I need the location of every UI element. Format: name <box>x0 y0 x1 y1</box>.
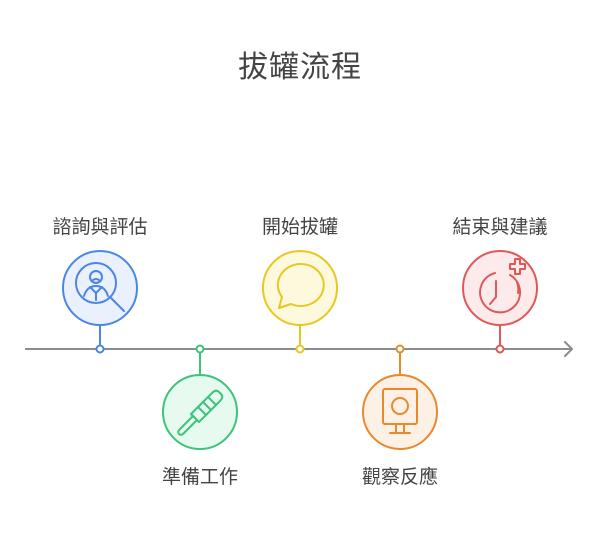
step-label-consultation: 諮詢與評估 <box>52 216 148 238</box>
step-preparation <box>162 344 238 450</box>
step-finish <box>462 250 538 354</box>
step-label-finish: 結束與建議 <box>452 216 548 238</box>
monitor-camera-icon <box>382 388 418 434</box>
person-search-icon <box>75 262 125 312</box>
step-label-preparation: 準備工作 <box>161 466 238 488</box>
step-start-cupping <box>262 250 338 354</box>
step-label-observe: 觀察反應 <box>361 466 438 488</box>
arrow-head-icon <box>564 341 573 357</box>
file-tool-icon <box>177 389 224 436</box>
step-observe <box>362 344 438 450</box>
clock-plus-icon <box>479 258 526 314</box>
diagram-title: 拔罐流程 <box>238 50 362 85</box>
step-label-start-cupping: 開始拔罐 <box>261 216 338 238</box>
step-consultation <box>62 250 138 354</box>
speech-bubble-icon <box>276 262 325 309</box>
